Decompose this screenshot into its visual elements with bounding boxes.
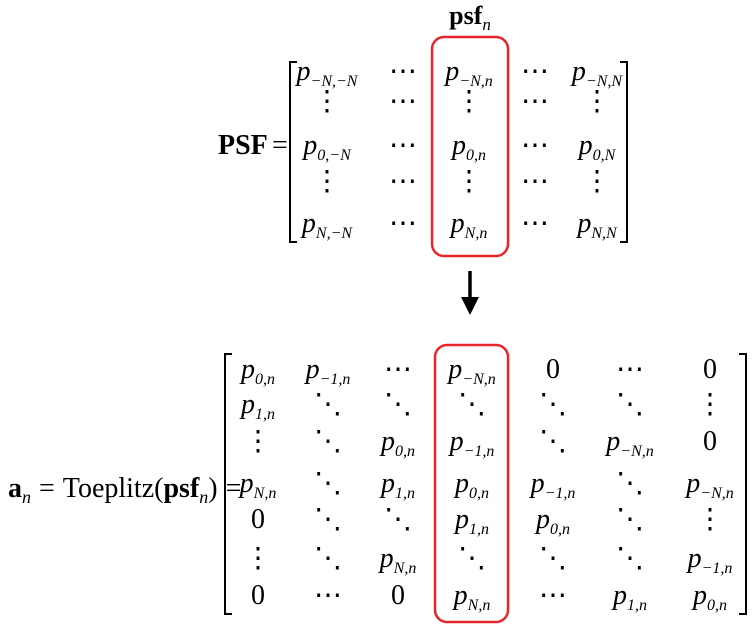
psf-cell-r3-c0: ⋮ <box>313 166 341 197</box>
psf-cell-r3-c2: ⋮ <box>455 166 483 197</box>
toeplitz-cell-r3-c5: ⋱ <box>616 468 644 499</box>
toeplitz-cell-r0-c5: ⋯ <box>616 354 644 385</box>
toeplitz-cell-r6-c5: p1,n <box>611 580 647 614</box>
psf-cell-r0-c1: ⋯ <box>389 56 417 87</box>
toeplitz-cell-r3-c1: ⋱ <box>314 468 342 499</box>
toeplitz-cell-r0-c3: p−N,n <box>446 354 495 388</box>
psf-cell-r4-c3: ⋯ <box>521 208 549 239</box>
toeplitz-cell-r4-c6: ⋮ <box>696 504 724 535</box>
toeplitz-cell-r2-c2: p0,n <box>379 426 415 460</box>
toeplitz-cell-r6-c3: pN,n <box>452 580 491 614</box>
toeplitz-cell-r4-c4: p0,n <box>534 504 570 538</box>
psf-cell-r3-c3: ⋯ <box>521 166 549 197</box>
toeplitz-cell-r6-c1: ⋯ <box>314 580 342 611</box>
toeplitz-cell-r6-c4: ⋯ <box>539 580 567 611</box>
psf-cell-r2-c2: p0,n <box>450 130 486 164</box>
toeplitz-cell-r1-c4: ⋱ <box>539 389 567 420</box>
down-arrow-icon <box>461 271 479 315</box>
psf-cell-r1-c0: ⋮ <box>313 86 341 117</box>
psf-cell-r0-c2: p−N,n <box>443 56 492 90</box>
toeplitz-cell-r5-c1: ⋱ <box>314 543 342 574</box>
toeplitz-cell-r6-c6: p0,n <box>691 580 727 614</box>
toeplitz-cell-r5-c2: pN,n <box>378 543 417 577</box>
psf-cell-r3-c1: ⋯ <box>389 166 417 197</box>
psf-cell-r2-c3: ⋯ <box>521 130 549 161</box>
psf-cell-r0-c4: p−N,N <box>570 56 623 90</box>
toeplitz-cell-r4-c5: ⋱ <box>616 504 644 535</box>
psf-matrix: p−N,−N⋯p−N,n⋯p−N,N⋮⋯⋮⋯⋮p0,−N⋯p0,n⋯p0,N⋮⋯… <box>295 56 624 242</box>
toeplitz-cell-r0-c1: p−1,n <box>304 354 351 388</box>
toeplitz-cell-r6-c0: 0 <box>251 580 265 611</box>
toeplitz-lhs: an=Toeplitz(psfn)= <box>8 473 241 507</box>
psf-lhs: PSF <box>218 130 268 161</box>
psf-cell-r2-c0: p0,−N <box>301 130 352 164</box>
toeplitz-cell-r1-c1: ⋱ <box>314 389 342 420</box>
toeplitz-cell-r5-c3: ⋱ <box>458 543 486 574</box>
psf-cell-r4-c2: pN,n <box>449 208 488 242</box>
toeplitz-highlight-column <box>433 343 510 624</box>
psf-cell-r1-c1: ⋯ <box>389 86 417 117</box>
toeplitz-cell-r1-c0: p1,n <box>239 389 275 423</box>
toeplitz-cell-r1-c6: ⋮ <box>696 389 724 420</box>
toeplitz-cell-r3-c2: p1,n <box>379 468 415 502</box>
psf-cell-r1-c2: ⋮ <box>455 86 483 117</box>
toeplitz-cell-r3-c3: p0,n <box>453 468 489 502</box>
toeplitz-cell-r5-c5: ⋱ <box>616 543 644 574</box>
toeplitz-cell-r3-c4: p−1,n <box>529 468 576 502</box>
toeplitz-cell-r2-c0: ⋮ <box>244 426 272 457</box>
psf-cell-r2-c4: p0,N <box>577 130 617 164</box>
toeplitz-cell-r5-c0: ⋮ <box>244 543 272 574</box>
psf-cell-r4-c0: pN,−N <box>300 208 353 242</box>
toeplitz-cell-r1-c3: ⋱ <box>458 389 486 420</box>
psf-cell-r3-c4: ⋮ <box>583 166 611 197</box>
psf-column-label: psfn <box>449 1 491 34</box>
toeplitz-cell-r1-c2: ⋱ <box>384 389 412 420</box>
toeplitz-cell-r5-c4: ⋱ <box>539 543 567 574</box>
toeplitz-cell-r4-c2: ⋱ <box>384 504 412 535</box>
toeplitz-matrix-right-bracket <box>739 353 747 615</box>
psf-cell-r4-c1: ⋯ <box>389 208 417 239</box>
toeplitz-cell-r3-c0: pN,n <box>238 468 277 502</box>
toeplitz-cell-r2-c1: ⋱ <box>314 426 342 457</box>
toeplitz-cell-r0-c4: 0 <box>546 354 560 385</box>
psf-matrix-left-bracket <box>289 61 297 243</box>
psf-cell-r4-c4: pN,N <box>575 208 618 242</box>
toeplitz-cell-r6-c2: 0 <box>391 580 405 611</box>
psf-cell-r2-c1: ⋯ <box>389 130 417 161</box>
psf-cell-r1-c4: ⋮ <box>583 86 611 117</box>
toeplitz-cell-r2-c5: p−N,n <box>604 426 653 460</box>
toeplitz-cell-r4-c3: p1,n <box>453 504 489 538</box>
toeplitz-cell-r3-c6: p−N,n <box>684 468 733 502</box>
toeplitz-cell-r0-c0: p0,n <box>239 354 275 388</box>
toeplitz-cell-r5-c6: p−1,n <box>686 543 733 577</box>
equals-sign-1: = <box>272 130 288 161</box>
psf-cell-r0-c0: p−N,−N <box>295 56 359 90</box>
toeplitz-cell-r4-c1: ⋱ <box>314 504 342 535</box>
psf-highlight-column <box>430 35 510 258</box>
toeplitz-cell-r1-c5: ⋱ <box>616 389 644 420</box>
psf-cell-r1-c3: ⋯ <box>521 86 549 117</box>
psf-matrix-right-bracket <box>620 61 628 243</box>
toeplitz-cell-r2-c6: 0 <box>703 426 717 457</box>
toeplitz-cell-r4-c0: 0 <box>251 504 265 535</box>
toeplitz-matrix-left-bracket <box>224 353 232 615</box>
psf-cell-r0-c3: ⋯ <box>521 56 549 87</box>
toeplitz-cell-r2-c4: ⋱ <box>539 426 567 457</box>
toeplitz-cell-r2-c3: p−1,n <box>448 426 495 460</box>
toeplitz-cell-r0-c2: ⋯ <box>384 354 412 385</box>
toeplitz-cell-r0-c6: 0 <box>703 354 717 385</box>
